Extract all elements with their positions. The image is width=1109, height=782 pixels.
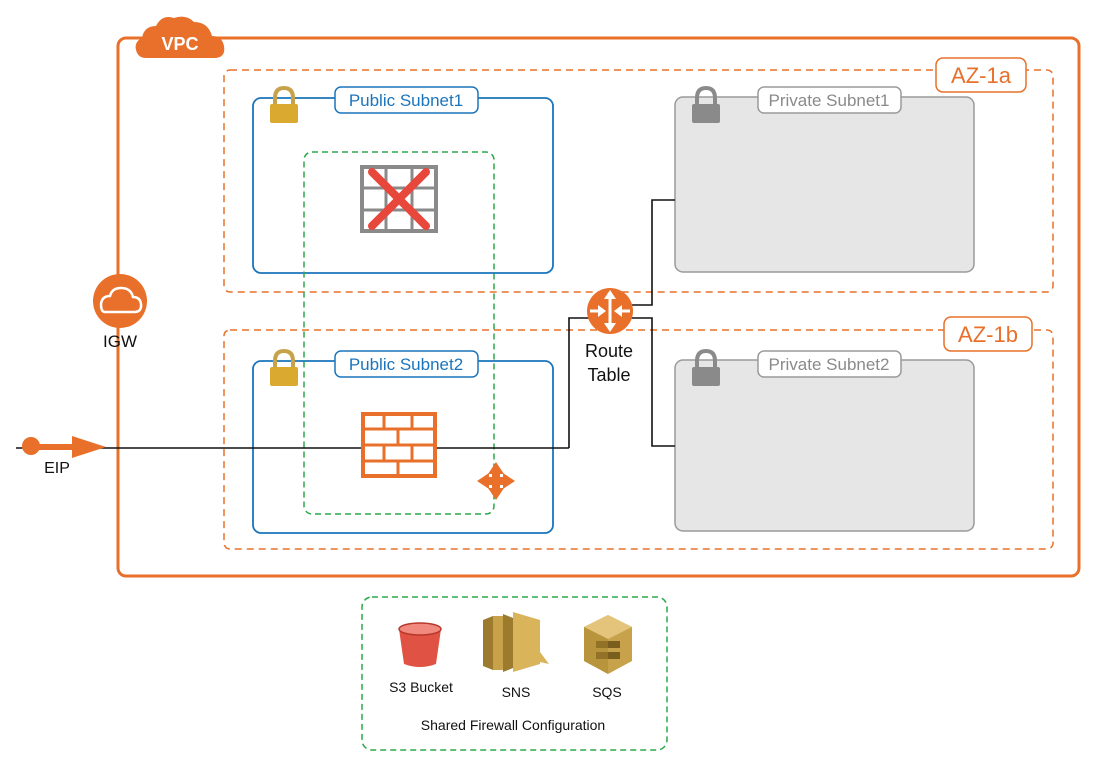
- vpc-label: VPC: [161, 34, 198, 54]
- connector-lines: [16, 199, 675, 449]
- az-1a-label: AZ-1a: [951, 63, 1012, 88]
- az-1a-badge: AZ-1a: [935, 57, 1027, 93]
- s3-bucket-label: S3 Bucket: [389, 679, 453, 695]
- firewall-failover-group: [303, 151, 495, 515]
- eip-arrow-icon: [22, 436, 106, 458]
- shared-config-container: [361, 596, 668, 751]
- sns-label: SNS: [502, 684, 531, 700]
- load-balancer-icon: [477, 462, 515, 500]
- public-subnet-1-badge: Public Subnet1: [334, 86, 479, 114]
- private-subnet-1-label: Private Subnet1: [769, 91, 890, 110]
- private-subnet-1-lock-icon: [692, 85, 720, 123]
- shared-config-title: Shared Firewall Configuration: [421, 717, 605, 733]
- vpc-cloud-icon: VPC: [135, 16, 225, 59]
- route-table-label-line1: Route: [585, 341, 633, 361]
- route-table-label-line2: Table: [587, 365, 630, 385]
- private-subnet-2: [674, 359, 975, 532]
- az-1b-zone: [223, 329, 1054, 550]
- sns-icon: [483, 612, 549, 672]
- public-subnet-2-badge: Public Subnet2: [334, 350, 479, 378]
- public-subnet-2-lock-icon: [270, 348, 298, 386]
- az-1b-label: AZ-1b: [958, 322, 1018, 347]
- igw-cloud-icon: [93, 274, 147, 328]
- private-subnet-1: [674, 96, 975, 273]
- sqs-label: SQS: [592, 684, 622, 700]
- firewall-icon: [361, 412, 437, 478]
- public-subnet-1-lock-icon: [270, 85, 298, 123]
- sqs-icon: [584, 615, 632, 674]
- eip-label: EIP: [44, 460, 70, 477]
- igw-label: IGW: [103, 332, 137, 351]
- private-subnet-2-lock-icon: [692, 348, 720, 386]
- public-subnet-1-label: Public Subnet1: [349, 91, 463, 110]
- az-1b-badge: AZ-1b: [943, 316, 1033, 352]
- firewall-failed-icon: [360, 165, 438, 233]
- private-subnet-1-badge: Private Subnet1: [757, 86, 902, 114]
- s3-bucket-icon: [398, 622, 442, 667]
- router-icon: [587, 288, 633, 334]
- private-subnet-2-badge: Private Subnet2: [757, 350, 902, 378]
- public-subnet-2-label: Public Subnet2: [349, 355, 463, 374]
- private-subnet-2-label: Private Subnet2: [769, 355, 890, 374]
- az-1a-zone: [223, 69, 1054, 293]
